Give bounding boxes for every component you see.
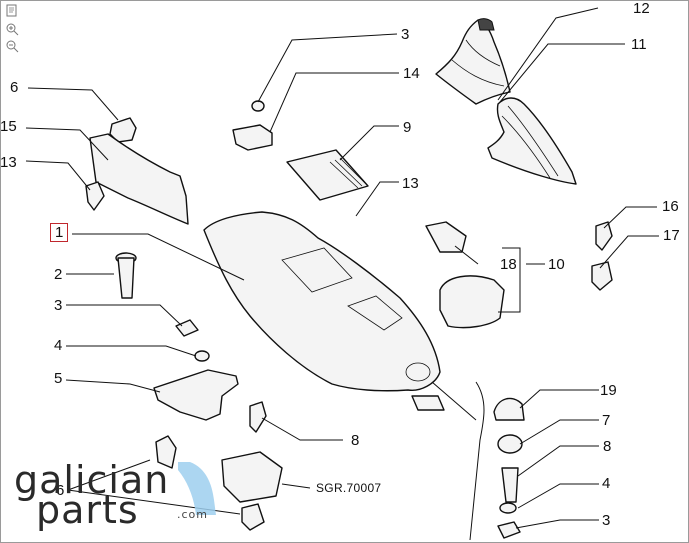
watermark-line-3: .com [177, 508, 208, 521]
nut-part-3-right [497, 521, 521, 539]
callout-6[interactable]: 6 [56, 482, 65, 499]
callout-2[interactable]: 2 [54, 266, 63, 283]
screw-part-13-left [85, 181, 105, 211]
side-panel-part-15 [89, 133, 189, 225]
callout-11[interactable]: 11 [631, 36, 647, 53]
page-icon[interactable] [5, 4, 19, 18]
nut-part-3-top [251, 100, 265, 112]
leader-lines [25, 7, 659, 541]
watermark-logo: galician parts .com [14, 458, 244, 532]
callout-3[interactable]: 3 [54, 297, 63, 314]
callout-5[interactable]: 5 [54, 370, 63, 387]
cap-part-19 [493, 397, 525, 421]
grommet-part-7 [497, 434, 523, 454]
callout-16[interactable]: 16 [662, 198, 679, 215]
callout-12[interactable]: 12 [633, 0, 650, 17]
callout-15[interactable]: 15 [0, 118, 17, 135]
watermark-line-1: galician [14, 458, 170, 502]
callout-13[interactable]: 13 [402, 175, 419, 192]
callout-3[interactable]: 3 [401, 26, 410, 43]
washer-part-4-left [194, 350, 210, 362]
clip-part-18 [425, 221, 467, 253]
watermark-accent-shape [178, 462, 216, 515]
stud-part-2 [115, 252, 137, 299]
callout-3[interactable]: 3 [602, 512, 611, 529]
bolt-part-8-right [501, 467, 519, 503]
bracket-part-14 [232, 124, 273, 151]
sgr-bracket-part [221, 451, 283, 503]
callout-1-selected[interactable]: 1 [50, 223, 69, 242]
clip-part-6-top [109, 117, 137, 143]
callout-8[interactable]: 8 [603, 438, 612, 455]
callout-8[interactable]: 8 [351, 432, 360, 449]
callout-13[interactable]: 13 [0, 154, 17, 171]
clip-part-6-bottom-b [241, 503, 265, 531]
callout-10[interactable]: 10 [548, 256, 565, 273]
clip-part-17 [591, 261, 613, 291]
callout-18[interactable]: 18 [500, 256, 517, 273]
cover-plate-part-9 [286, 149, 369, 201]
callout-6[interactable]: 6 [10, 79, 19, 96]
zoom-in-icon[interactable] [5, 22, 19, 36]
callout-4[interactable]: 4 [54, 337, 63, 354]
gear-boot-part-12 [435, 18, 511, 105]
tray-part-10 [439, 275, 505, 329]
callout-4[interactable]: 4 [602, 475, 611, 492]
bracket-part-5 [153, 369, 239, 421]
gear-frame-part-11 [487, 97, 577, 185]
washer-part-4-right [499, 502, 517, 514]
callout-19[interactable]: 19 [600, 382, 617, 399]
callout-14[interactable]: 14 [403, 65, 420, 82]
console-part-1 [203, 211, 445, 411]
reference-code: SGR.70007 [316, 481, 382, 495]
callout-7[interactable]: 7 [602, 412, 611, 429]
callout-9[interactable]: 9 [403, 119, 412, 136]
callout-17[interactable]: 17 [663, 227, 680, 244]
watermark-line-2: parts [36, 488, 139, 532]
screw-part-16 [595, 221, 613, 251]
clip-part-6-bottom-a [155, 435, 177, 469]
nut-part-3-left [175, 319, 199, 337]
screw-part-8-mid [249, 401, 267, 433]
zoom-out-icon[interactable] [5, 39, 19, 53]
